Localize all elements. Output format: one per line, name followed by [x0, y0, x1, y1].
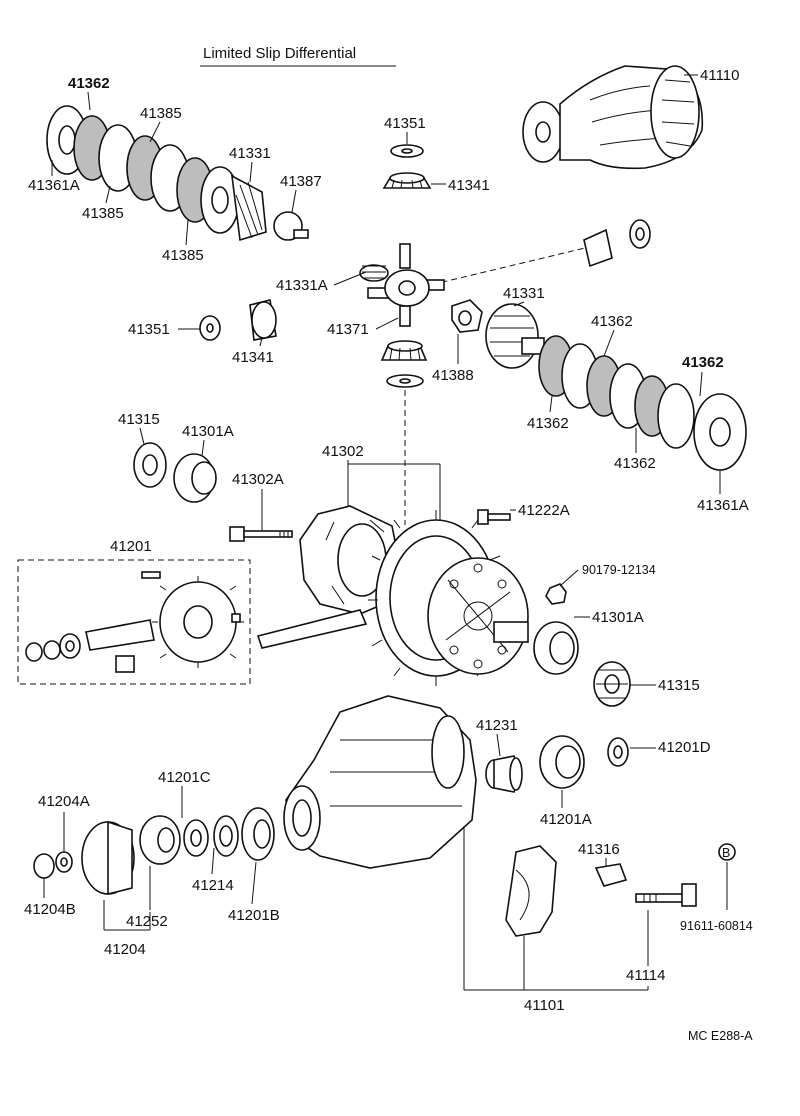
callout-b-mark: [718, 843, 736, 861]
label-41214: 41214: [192, 877, 234, 894]
washer-41201D: [607, 737, 629, 767]
label-41341-top: 41341: [448, 177, 490, 194]
bracket-41316: [594, 863, 628, 887]
bearing-cap: [505, 845, 557, 937]
nut-90179-12134: [545, 583, 567, 605]
label-41385-b: 41385: [82, 205, 124, 222]
label-41331-left: 41331: [229, 145, 271, 162]
bolt-cap: [635, 883, 697, 907]
label-90179-12134: 90179-12134: [582, 563, 656, 577]
label-41351-mid: 41351: [128, 321, 170, 338]
label-41204B: 41204B: [24, 901, 76, 918]
label-41331A: 41331A: [276, 277, 328, 294]
bolt-41302A: [229, 526, 293, 542]
clutch-pack-right: [538, 335, 747, 471]
label-41362-right-2: 41362: [527, 415, 569, 432]
label-41114: 41114: [626, 967, 666, 984]
label-41204A: 41204A: [38, 793, 90, 810]
pinion-kit-41201: [25, 571, 244, 673]
label-41362-top: 41362: [68, 75, 110, 92]
label-41331-right: 41331: [503, 285, 545, 302]
leader-dashed-spider: [421, 247, 586, 288]
label-41201: 41201: [110, 538, 152, 555]
side-gear-right-41331: [485, 303, 545, 369]
differential-case-41302: [256, 505, 401, 649]
label-41101: 41101: [524, 997, 565, 1014]
label-41385-a: 41385: [140, 105, 182, 122]
pinion-gear-mid-left: [199, 299, 277, 341]
oil-seal-41231: [485, 755, 523, 793]
pinion-gear-right-upper: [583, 219, 651, 268]
label-41362-right-3: 41362: [614, 455, 656, 472]
label-41341-mid: 41341: [232, 349, 274, 366]
label-41315-right: 41315: [658, 677, 700, 694]
label-41387: 41387: [280, 173, 322, 190]
bearing-set-right: [533, 621, 631, 707]
callout-b-letter: B: [722, 846, 730, 860]
label-41362-right-bold: 41362: [682, 354, 724, 371]
label-41385-c: 41385: [162, 247, 204, 264]
footer-code: MC E288-A: [688, 1029, 753, 1043]
label-41301A-right: 41301A: [592, 609, 644, 626]
label-41110: 41110: [700, 67, 740, 84]
label-41204: 41204: [104, 941, 146, 958]
label-41371: 41371: [327, 321, 369, 338]
label-41201A: 41201A: [540, 811, 592, 828]
bearing-set-left: [133, 442, 217, 503]
thrust-block-41388: [451, 299, 483, 333]
label-41361A-right: 41361A: [697, 497, 749, 514]
label-91611-60814: 91611-60814: [680, 919, 753, 933]
label-41222A: 41222A: [518, 502, 570, 519]
label-41301A-left: 41301A: [182, 423, 234, 440]
label-41302A: 41302A: [232, 471, 284, 488]
label-41316: 41316: [578, 841, 620, 858]
carrier-assembly-41110: [522, 65, 704, 170]
label-41315-left: 41315: [118, 411, 160, 428]
label-41252: 41252: [126, 913, 168, 930]
bolt-41222A: [477, 509, 511, 525]
label-41388: 41388: [432, 367, 474, 384]
label-41231: 41231: [476, 717, 518, 734]
label-41201D: 41201D: [658, 739, 711, 756]
kit-box-41201: [17, 559, 251, 685]
bearing-41201A: [539, 735, 585, 789]
differential-housing: [283, 695, 477, 869]
pinion-set-center-lower: [380, 340, 428, 388]
label-41201B: 41201B: [228, 907, 280, 924]
flange-group: [33, 807, 275, 896]
label-41201C: 41201C: [158, 769, 211, 786]
pinion-shaft-spider: [359, 243, 445, 327]
label-41362-right-1: 41362: [591, 313, 633, 330]
diagram-title: Limited Slip Differential: [203, 45, 356, 62]
pinion-set-top: [382, 144, 432, 189]
label-41302: 41302: [322, 443, 364, 460]
label-41351-top: 41351: [384, 115, 426, 132]
clutch-pack-left: [46, 105, 309, 242]
label-41361A-left: 41361A: [28, 177, 80, 194]
case-half-right: [427, 557, 529, 675]
